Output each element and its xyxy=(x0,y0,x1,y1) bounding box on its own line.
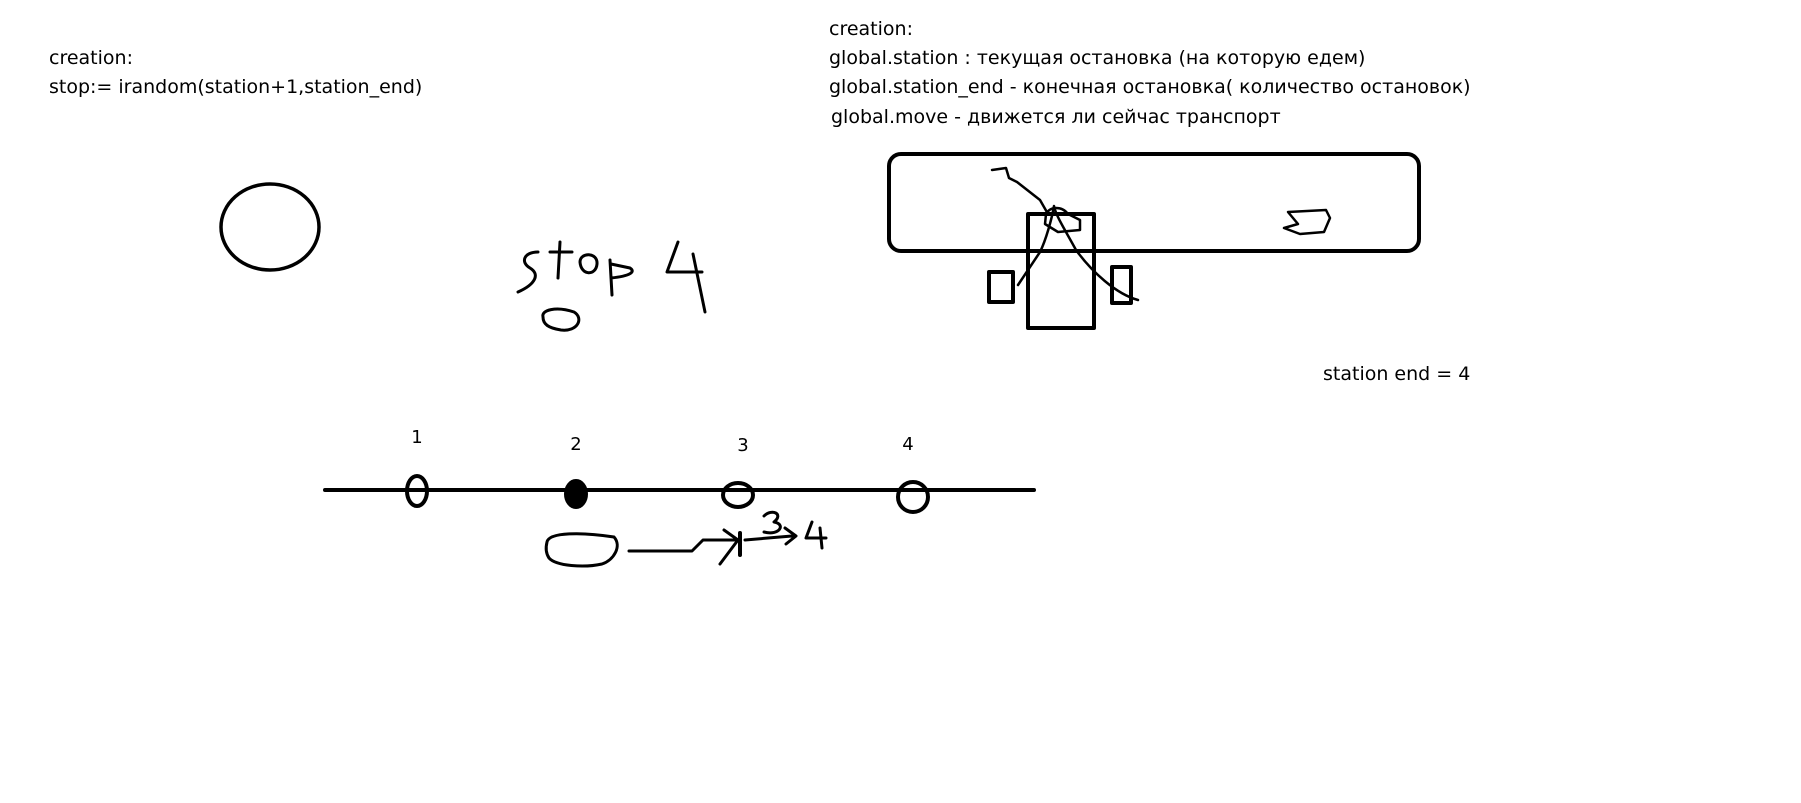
station-marker-3 xyxy=(721,481,755,509)
bus-sketch xyxy=(887,152,1421,330)
station-number-4: 4 xyxy=(902,434,914,455)
bus-scribble-right xyxy=(1282,208,1332,236)
left-creation-heading: creation: xyxy=(49,47,133,69)
handwritten-stop-4 xyxy=(516,240,707,314)
bus-scribble-blob xyxy=(1043,206,1082,234)
station-marker-1 xyxy=(405,474,429,508)
bus-body xyxy=(887,152,1421,253)
right-creation-heading: creation: xyxy=(829,18,913,40)
station-number-3: 3 xyxy=(737,435,749,456)
right-station-line: global.station : текущая остановка (на к… xyxy=(829,47,1366,69)
route-diagram xyxy=(323,474,1036,568)
station-number-1: 1 xyxy=(411,427,423,448)
scribble-stop-pebble xyxy=(541,307,581,332)
station-number-2: 2 xyxy=(570,434,582,455)
bus-scribble-line xyxy=(990,166,1140,302)
bus-right-wheel xyxy=(1110,265,1133,305)
bus-left-wheel xyxy=(987,270,1015,304)
handwritten-3-to-4 xyxy=(743,510,828,550)
station-marker-4 xyxy=(896,480,930,514)
station-marker-2 xyxy=(564,479,588,509)
move-arrow xyxy=(627,528,740,566)
circle-object xyxy=(219,182,321,272)
right-station-end-line: global.station_end - конечная остановка(… xyxy=(829,76,1471,98)
station-end-label: station end = 4 xyxy=(1323,363,1471,385)
right-move-line: global.move - движется ли сейчас транспо… xyxy=(831,106,1281,128)
vehicle-blob xyxy=(544,532,619,568)
left-stop-code: stop:= irandom(station+1,station_end) xyxy=(49,76,423,98)
